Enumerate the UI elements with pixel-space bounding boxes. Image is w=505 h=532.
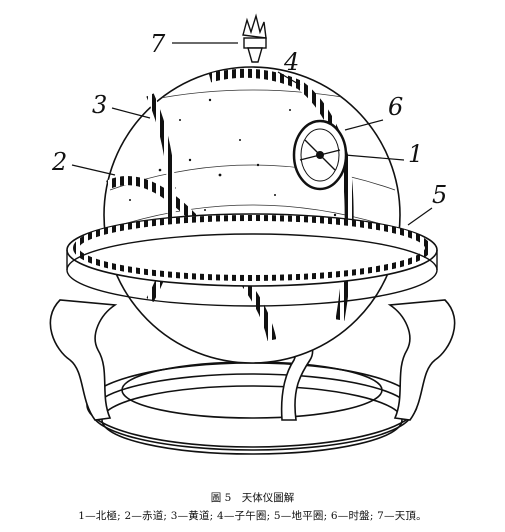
leader-line-4: [277, 71, 301, 86]
figure-caption-legend: 1—北極; 2—赤道; 3—黄道; 4—子午圈; 5—地平圈; 6—时盤; 7—…: [78, 510, 427, 522]
leader-line-1: [344, 154, 405, 161]
leader-line-3: [111, 107, 151, 119]
leader-line-5: [407, 207, 433, 226]
leader-line-2: [71, 164, 116, 176]
callout-4: 4: [284, 48, 300, 76]
leader-line-6: [344, 119, 384, 131]
callout-6: 6: [388, 93, 404, 121]
base-ring: [86, 361, 418, 455]
horizon-ring: [66, 213, 438, 307]
callout-5: 5: [432, 181, 448, 209]
callout-3: 3: [92, 91, 108, 119]
zenith-finial: [242, 13, 267, 63]
callout-7: 7: [150, 30, 166, 58]
callout-2: 2: [52, 148, 68, 176]
hour-dial: [292, 119, 348, 191]
callout-1: 1: [408, 140, 424, 168]
leader-lines: [71, 42, 433, 226]
figure-caption-title: 圖 5 天体仪圖解: [210, 492, 295, 504]
